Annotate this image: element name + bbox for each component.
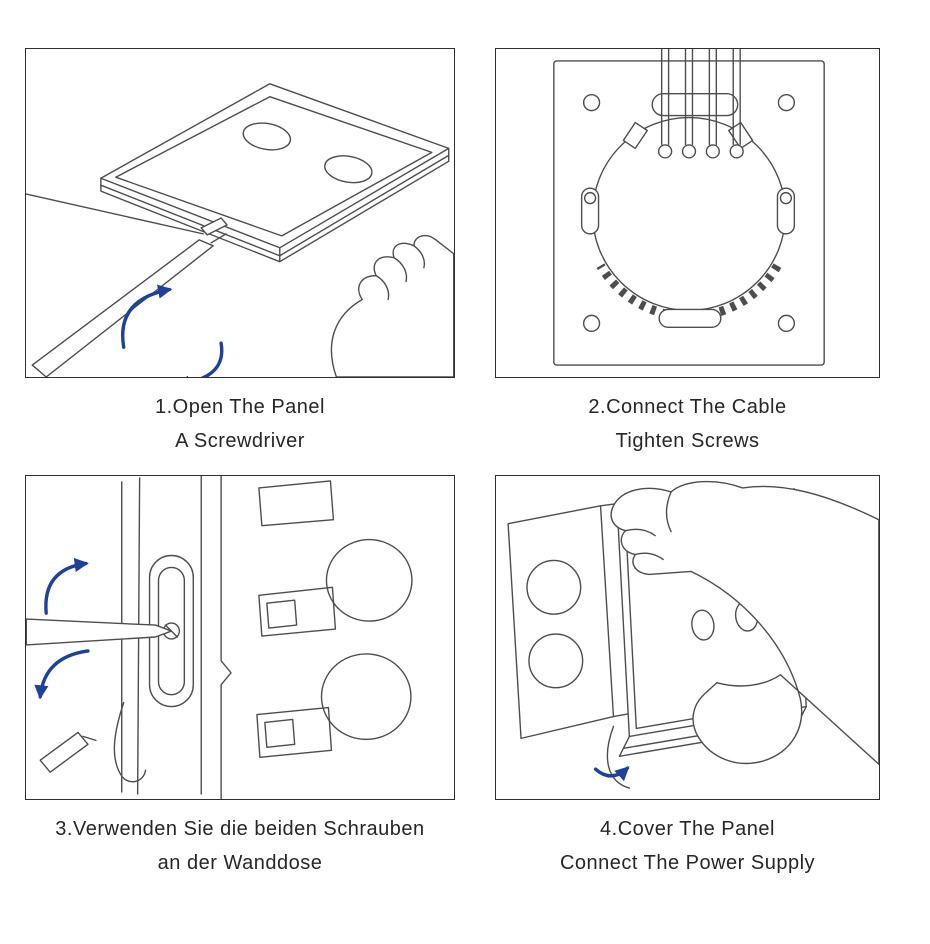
step-3-caption: 3.Verwenden Sie die beiden Schrauben an …: [25, 812, 455, 880]
corner-screw-hole: [777, 314, 796, 332]
step-1-caption: 1.Open The Panel A Screwdriver: [25, 390, 455, 458]
module-circle-top: [325, 538, 413, 622]
step-2-figure: [495, 48, 880, 378]
step-1-caption-line1: 1.Open The Panel: [155, 396, 325, 418]
hand-drawing: [330, 234, 454, 377]
box-hole-bottom: [528, 633, 584, 689]
rotation-arrows-icon: [121, 284, 224, 377]
cables-drawing: [657, 49, 744, 159]
touch-button-oval-1: [242, 122, 292, 151]
step-4-caption-line2: Connect The Power Supply: [559, 852, 816, 874]
wall-box-drawing: [507, 502, 637, 740]
screw-into-wallbox-illustration: [26, 476, 413, 799]
box-hole-top: [526, 559, 582, 615]
module-circle-bottom: [320, 653, 412, 741]
step-1: 1.Open The Panel A Screwdriver: [25, 48, 455, 458]
step-4-caption-line1: 4.Cover The Panel: [600, 818, 775, 840]
screwdriver-drawing: [26, 618, 173, 646]
hand-drawing: [610, 480, 879, 765]
step-1-caption-line2: A Screwdriver: [175, 430, 305, 452]
step-3-figure: [25, 475, 455, 800]
attach-arrow-icon: [593, 766, 630, 782]
step-2-caption-line2: Tighten Screws: [615, 430, 760, 452]
keyhole-slot-left: [580, 187, 600, 235]
open-panel-illustration: [26, 83, 454, 377]
rotation-arrows-icon: [34, 557, 90, 700]
cable-entry-slot: [651, 93, 739, 117]
bottom-slot: [658, 308, 722, 328]
screw-terminal: [729, 144, 744, 159]
loose-screw-drawing: [39, 701, 147, 783]
lock-notch-left: [622, 121, 648, 150]
step-3: 3.Verwenden Sie die beiden Schrauben an …: [25, 475, 455, 880]
mounting-plate-drawing: [553, 60, 825, 366]
corner-screw-hole: [582, 314, 601, 332]
touch-panel-drawing: [100, 83, 450, 263]
screwdriver-drawing: [26, 193, 227, 377]
step-2-caption: 2.Connect The Cable Tighten Screws: [495, 390, 880, 458]
screw-terminal: [657, 144, 673, 159]
step-4-figure: [495, 475, 880, 800]
step-4: 4.Cover The Panel Connect The Power Supp…: [495, 475, 880, 880]
step-2-caption-line1: 2.Connect The Cable: [588, 396, 787, 418]
corner-screw-hole: [777, 94, 796, 112]
step-2: 2.Connect The Cable Tighten Screws: [495, 48, 880, 458]
frame-corner-curve: [606, 725, 631, 789]
cover-panel-illustration: [507, 480, 879, 789]
screw-terminal: [681, 144, 697, 159]
mounting-plate-illustration: [553, 49, 825, 366]
touch-button-oval-1: [691, 609, 715, 641]
step-4-caption: 4.Cover The Panel Connect The Power Supp…: [495, 812, 880, 880]
step-1-figure: [25, 48, 455, 378]
pry-notch: [200, 217, 228, 236]
step-3-caption-line2: an der Wanddose: [157, 852, 323, 874]
screw-terminal: [705, 144, 721, 159]
switch-module-drawing: [256, 480, 413, 758]
corner-screw-hole: [582, 94, 601, 112]
step-3-caption-line1: 3.Verwenden Sie die beiden Schrauben: [55, 818, 425, 840]
keyhole-slot-right: [776, 187, 796, 235]
touch-button-oval-2: [324, 155, 373, 184]
